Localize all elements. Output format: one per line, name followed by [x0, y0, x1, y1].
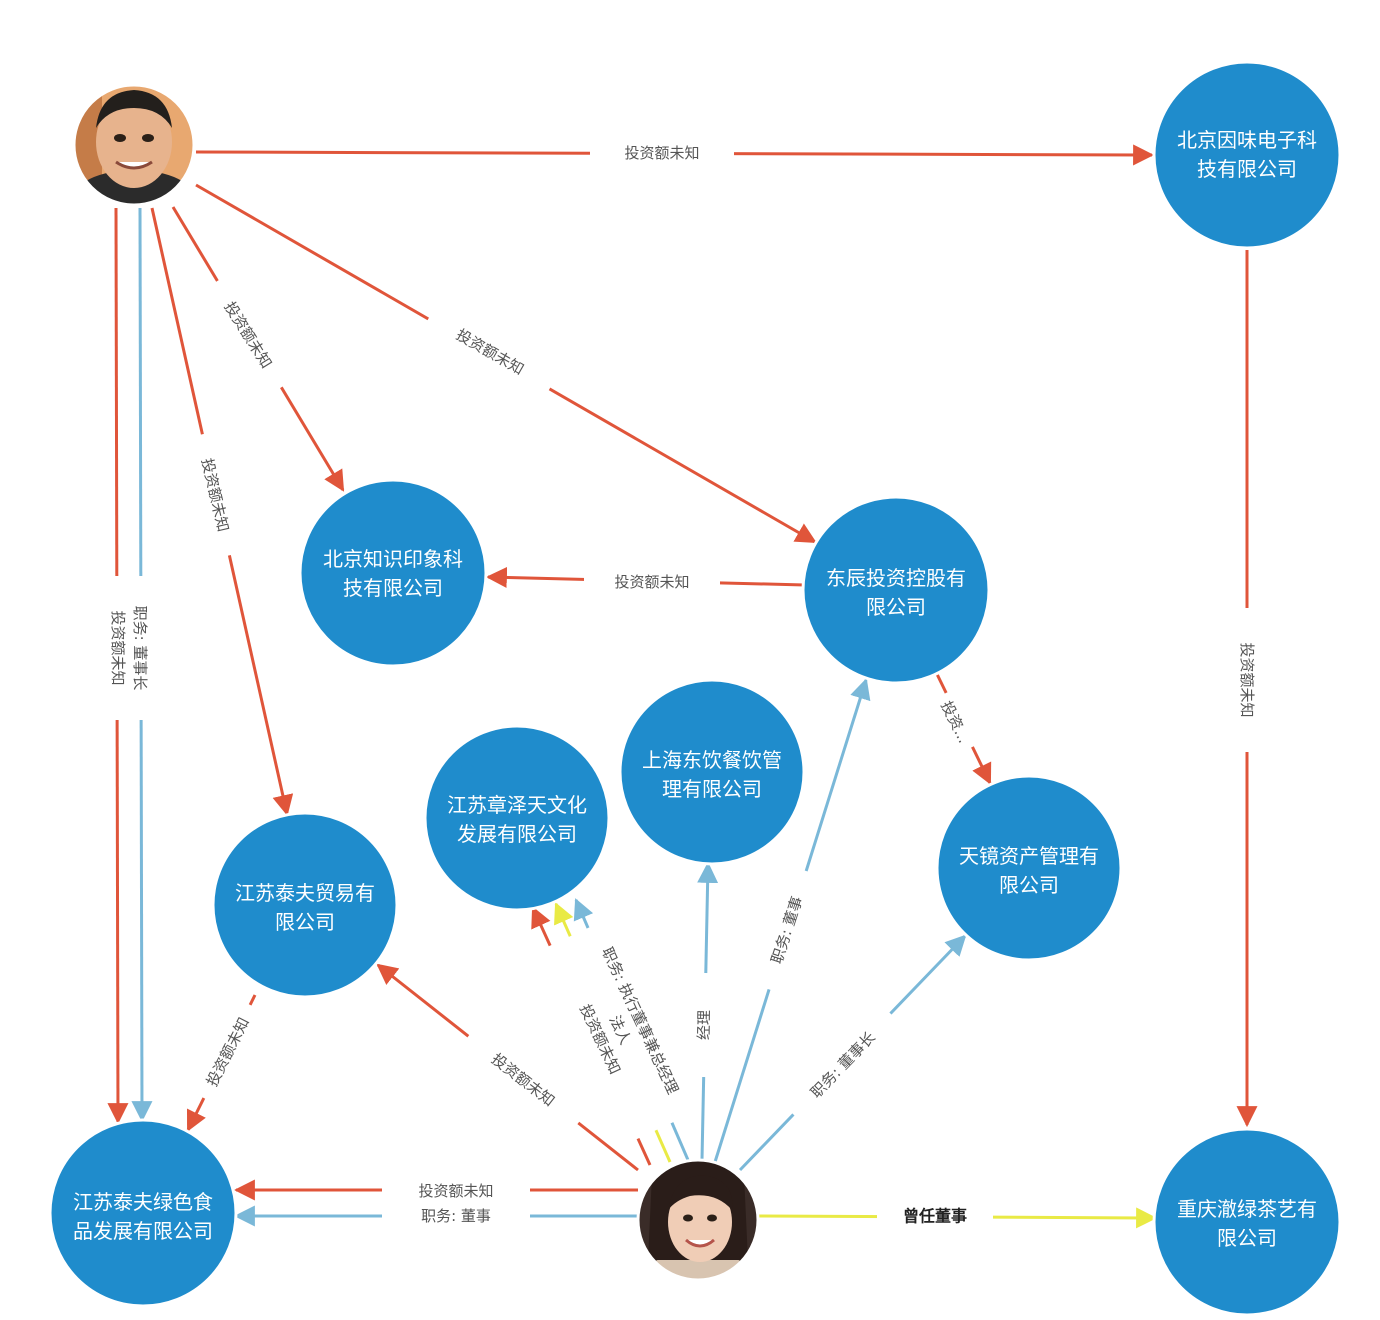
node-label-line1: 上海东饮餐饮管 — [642, 748, 782, 772]
man-avatar[interactable] — [72, 83, 196, 230]
node-label-line2: 限公司 — [999, 873, 1059, 897]
node-js-taifu-food[interactable]: 江苏泰夫绿色食 品发展有限公司 — [48, 1118, 238, 1308]
node-label-line1: 北京知识印象科 — [323, 547, 463, 571]
node-label-line1: 江苏章泽天文化 — [447, 793, 587, 817]
node-js-zhangze[interactable]: 江苏章泽天文化 发展有限公司 — [423, 724, 611, 912]
node-label-line2: 限公司 — [1217, 1226, 1277, 1250]
node-bj-zhishi[interactable]: 北京知识印象科 技有限公司 — [298, 478, 488, 668]
edge-label-invest: 投资额未知 — [1238, 642, 1256, 717]
node-label-line1: 重庆澈绿茶艺有 — [1177, 1197, 1317, 1221]
edge-label-position: 职务: 董事长 — [131, 606, 149, 691]
edge-label-invest: 投资额未知 — [109, 610, 127, 685]
edge-label-invest: 投资额未知 — [488, 1050, 558, 1110]
edge-label-invest: 投资额未知 — [220, 298, 275, 371]
node-label-line2: 发展有限公司 — [457, 822, 577, 846]
edge-label-invest: 投资额未知 — [418, 1182, 493, 1200]
edge-label-former-director: 曾任董事 — [903, 1207, 967, 1226]
node-dongchen[interactable]: 东辰投资控股有 限公司 — [801, 495, 991, 685]
node-tianjing[interactable]: 天镜资产管理有 限公司 — [935, 774, 1123, 962]
node-cq-chelv[interactable]: 重庆澈绿茶艺有 限公司 — [1152, 1127, 1342, 1317]
node-label-line1: 江苏泰夫绿色食 — [73, 1190, 213, 1214]
node-label-line2: 技有限公司 — [1197, 157, 1297, 181]
edge-label-manager: 经理 — [695, 1010, 714, 1040]
node-js-taifu-trade[interactable]: 江苏泰夫贸易有 限公司 — [211, 811, 399, 999]
node-label-line1: 江苏泰夫贸易有 — [235, 881, 375, 905]
edge-label-invest: 投资额未知 — [614, 573, 689, 591]
node-label-line2: 限公司 — [866, 595, 926, 619]
node-label-line2: 理有限公司 — [662, 777, 762, 801]
node-label-line2: 限公司 — [275, 910, 335, 934]
node-label-line1: 天镜资产管理有 — [959, 844, 1099, 868]
edge-label-invest: 投资额未知 — [624, 144, 699, 162]
node-label-line1: 北京因味电子科 — [1177, 128, 1317, 152]
woman-avatar[interactable] — [636, 1158, 760, 1308]
edge-label-position: 职务: 董事 — [421, 1207, 491, 1225]
edge-label-position: 职务: 董事长 — [807, 1028, 879, 1102]
node-sh-dongyin[interactable]: 上海东饮餐饮管 理有限公司 — [618, 678, 806, 866]
node-label-line1: 东辰投资控股有 — [826, 566, 966, 590]
node-label-line2: 技有限公司 — [343, 576, 443, 600]
node-label-line2: 品发展有限公司 — [73, 1219, 213, 1243]
node-bj-yinwei[interactable]: 北京因味电子科 技有限公司 — [1152, 60, 1342, 250]
